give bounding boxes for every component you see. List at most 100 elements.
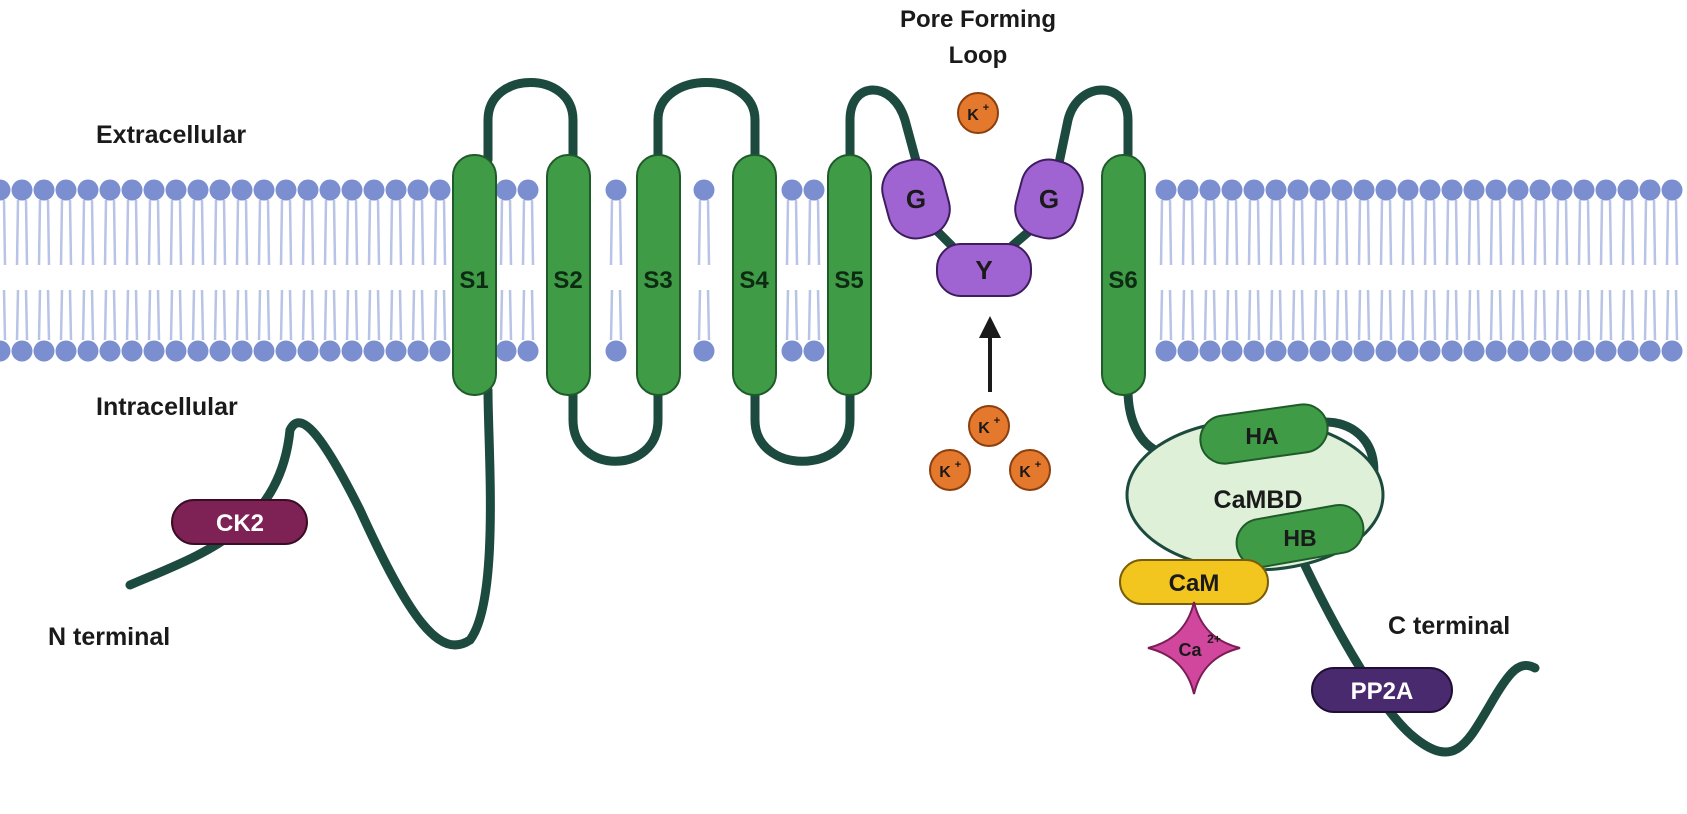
lipid-head (99, 179, 121, 201)
pore-label-line2: Loop (949, 42, 1008, 69)
lipid-tail (279, 289, 284, 341)
lipid-bilayer (0, 179, 1683, 362)
svg-text:K: K (967, 107, 979, 124)
lipid-head (803, 179, 825, 201)
lipid-head (319, 340, 341, 362)
lipid-head (1419, 340, 1441, 362)
lipid-tail (235, 199, 240, 266)
lipid-head (693, 179, 715, 201)
lipid-tail (1608, 199, 1613, 266)
lipid-tail (706, 199, 711, 266)
helix-s5: S5 (827, 154, 872, 396)
lipid-tail (1159, 289, 1164, 341)
lipid-tail (191, 199, 196, 266)
ck2-kinase: CK2 (171, 499, 308, 545)
lipid-tail (266, 199, 271, 266)
lipid-tail (1564, 289, 1569, 341)
lipid-head (165, 340, 187, 362)
lipid-head (1529, 340, 1551, 362)
ion-charge: + (994, 415, 1000, 427)
lipid-tail (1586, 199, 1591, 266)
lipid-head (187, 340, 209, 362)
lipid-tail (178, 199, 183, 266)
ion-charge: + (983, 102, 989, 114)
lipid-head (1507, 340, 1529, 362)
lipid-head (495, 340, 517, 362)
lipid-tail (59, 289, 64, 341)
lipid-tail (323, 289, 328, 341)
lipid-head (407, 179, 429, 201)
helix-s1-label: S1 (459, 267, 488, 294)
lipid-tails (2, 199, 1679, 341)
lipid-tail (411, 289, 416, 341)
lipid-tail (706, 289, 711, 341)
lipid-tail (301, 199, 306, 266)
lipid-tail (1542, 289, 1547, 341)
lipid-tail (125, 289, 130, 341)
lipid-tail (301, 289, 306, 341)
lipid-tail (433, 199, 438, 266)
lipid-tail (794, 289, 799, 341)
lipid-head (1639, 179, 1661, 201)
lipid-tail (200, 289, 205, 341)
lipid-tail (1278, 289, 1283, 341)
lipid-tail (345, 199, 350, 266)
ion-charge: + (955, 459, 961, 471)
lipid-tail (1577, 199, 1582, 266)
lipid-head (143, 179, 165, 201)
lipid-tail (112, 289, 117, 341)
lipid-tail (1665, 289, 1670, 341)
lipid-head (1463, 179, 1485, 201)
lipid-head (1617, 340, 1639, 362)
lipid-head (1375, 340, 1397, 362)
lipid-tail (244, 199, 249, 266)
lipid-tail (1401, 199, 1406, 266)
lipid-tail (90, 289, 95, 341)
lipid-head (1639, 340, 1661, 362)
lipid-tail (1630, 289, 1635, 341)
lipid-head (1199, 340, 1221, 362)
lipid-tail (2, 199, 7, 266)
lipid-head (1573, 179, 1595, 201)
lipid-tail (81, 199, 86, 266)
lipid-head (781, 179, 803, 201)
cambd-complex: CaMBD HA HB CaM Ca 2+ (1119, 403, 1385, 695)
lipid-tail (433, 289, 438, 341)
lipid-heads (0, 179, 1683, 362)
filter-g-right-label: G (1039, 184, 1059, 214)
potassium-ion-pore: K + (957, 92, 999, 134)
lipid-head (55, 179, 77, 201)
svg-text:+: + (983, 102, 989, 114)
lipid-tail (1489, 199, 1494, 266)
lipid-tail (147, 199, 152, 266)
lipid-head (1309, 340, 1331, 362)
lipid-tail (15, 199, 20, 266)
cambd-label: CaMBD (1214, 486, 1303, 514)
lipid-tail (134, 289, 139, 341)
lipid-head (275, 340, 297, 362)
lipid-tail (1357, 289, 1362, 341)
lipid-tail (1247, 199, 1252, 266)
lipid-tail (1344, 199, 1349, 266)
lipid-head (1221, 179, 1243, 201)
loop-s4-s5 (750, 385, 855, 466)
lipid-head (1177, 340, 1199, 362)
lipid-head (297, 179, 319, 201)
helix-ha: HA (1199, 403, 1329, 465)
lipid-tail (618, 199, 623, 266)
lipid-head (319, 179, 341, 201)
lipid-tail (1445, 289, 1450, 341)
loop-pore-s6 (1053, 85, 1133, 173)
lipid-tail (1190, 199, 1195, 266)
lipid-tail (310, 199, 315, 266)
lipid-head (1243, 340, 1265, 362)
lipid-tail (785, 199, 790, 266)
lipid-head (231, 179, 253, 201)
lipid-tail (1520, 289, 1525, 341)
lipid-tail (1379, 289, 1384, 341)
lipid-tail (367, 199, 372, 266)
lipid-head (99, 340, 121, 362)
lipid-head (187, 179, 209, 201)
svg-text:2+: 2+ (1207, 632, 1221, 646)
lipid-tail (1476, 289, 1481, 341)
